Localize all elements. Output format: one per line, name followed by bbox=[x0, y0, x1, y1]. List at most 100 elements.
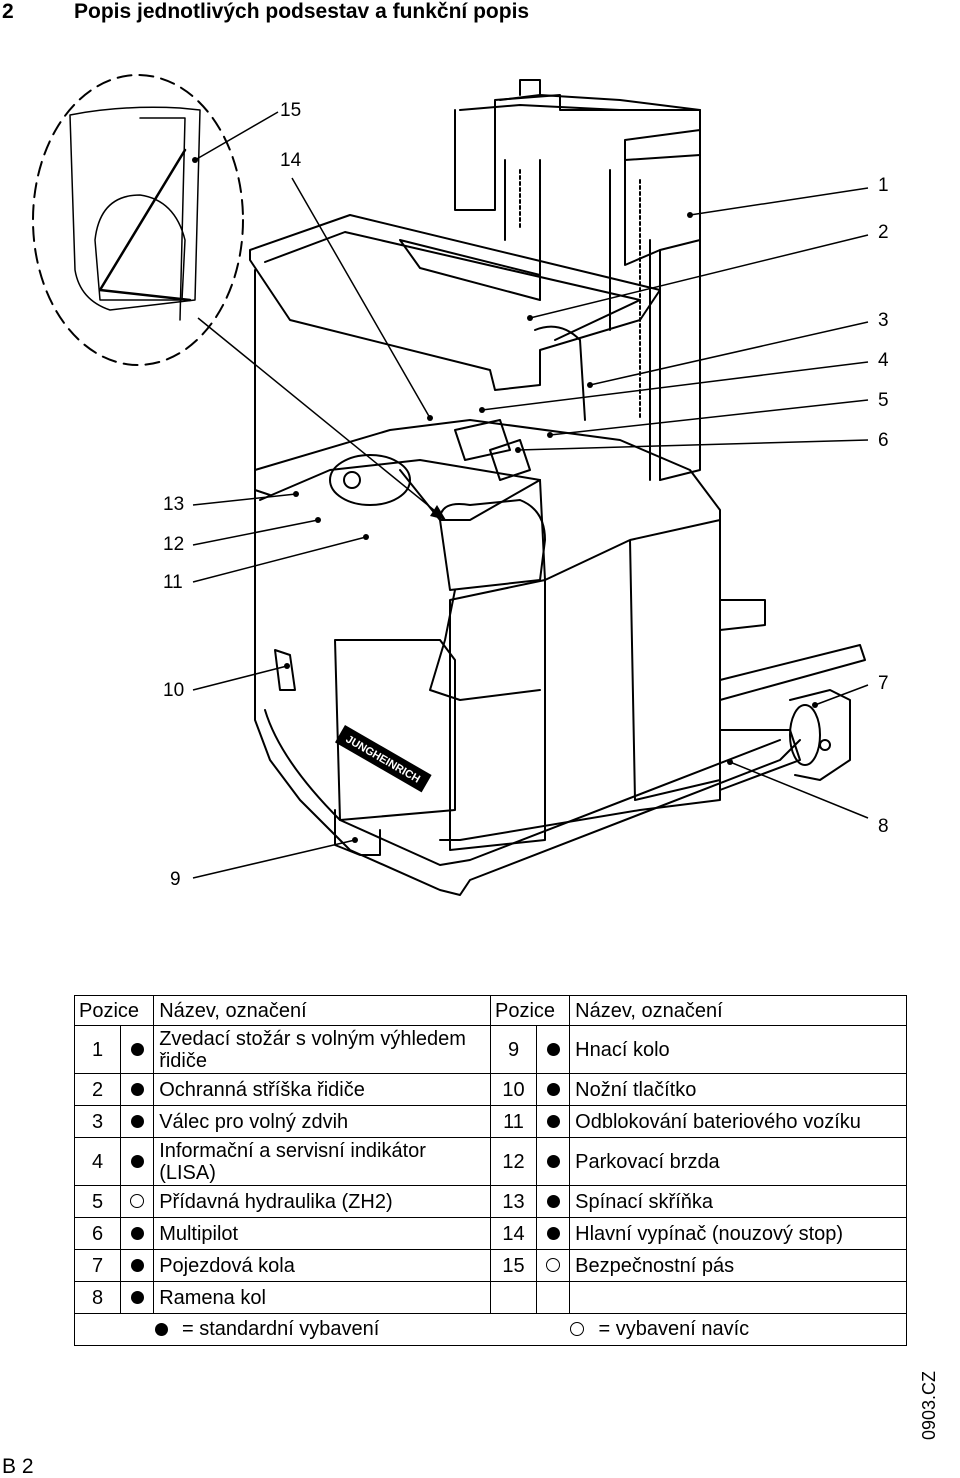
row-name: Ochranná stříška řidiče bbox=[153, 1073, 491, 1106]
parts-table: Pozice Název, označení Pozice Název, ozn… bbox=[73, 995, 908, 1346]
table-row: 8 Ramena kol bbox=[73, 1281, 907, 1314]
row-name: Přídavná hydraulika (ZH2) bbox=[153, 1185, 491, 1218]
row-name: Pojezdová kola bbox=[153, 1249, 491, 1282]
standard-marker bbox=[120, 1025, 155, 1074]
standard-marker bbox=[120, 1249, 155, 1282]
brand-plate-text: JUNGHEINRICH bbox=[344, 733, 423, 785]
filled-dot-icon bbox=[130, 1290, 144, 1304]
filled-dot-icon bbox=[130, 1082, 144, 1096]
row-position: 6 bbox=[73, 1217, 122, 1250]
row-position: 4 bbox=[73, 1137, 122, 1186]
row-name: Informační a servisní indikátor (LISA) bbox=[153, 1137, 491, 1186]
seatbelt-detail-ellipse bbox=[32, 74, 244, 366]
header-position-right: Pozice bbox=[489, 995, 571, 1026]
standard-marker bbox=[120, 1137, 155, 1186]
table-row: 5 Přídavná hydraulika (ZH2) 13 Spínací s… bbox=[73, 1185, 907, 1218]
standard-marker bbox=[536, 1073, 571, 1106]
row-position: 7 bbox=[73, 1249, 122, 1282]
standard-marker bbox=[120, 1105, 155, 1138]
optional-marker bbox=[536, 1249, 571, 1282]
empty-circle-icon bbox=[570, 1322, 585, 1336]
row-position: 14 bbox=[489, 1217, 538, 1250]
row-name: Ramena kol bbox=[153, 1281, 491, 1314]
row-position: 8 bbox=[73, 1281, 122, 1314]
legend-standard-text: = standardní vybavení bbox=[182, 1318, 380, 1341]
callout-2: 2 bbox=[878, 222, 889, 243]
table-row: 6 Multipilot 14 Hlavní vypínač (nouzový … bbox=[73, 1217, 907, 1250]
row-position: 15 bbox=[489, 1249, 538, 1282]
legend-standard: = standardní vybavení bbox=[74, 1313, 491, 1346]
standard-marker bbox=[536, 1217, 571, 1250]
row-name: Bezpečnostní pás bbox=[569, 1249, 907, 1282]
empty-circle-icon bbox=[546, 1257, 561, 1272]
table-header-row: Pozice Název, označení Pozice Název, ozn… bbox=[73, 995, 907, 1026]
callout-7: 7 bbox=[878, 673, 889, 694]
filled-dot-icon bbox=[546, 1226, 560, 1240]
standard-marker bbox=[536, 1105, 571, 1138]
row-position: 11 bbox=[489, 1105, 538, 1138]
legend-optional: = vybavení navíc bbox=[490, 1313, 908, 1346]
standard-marker bbox=[120, 1073, 155, 1106]
filled-dot-icon bbox=[546, 1042, 560, 1056]
row-name: Válec pro volný zdvih bbox=[153, 1105, 491, 1138]
standard-marker bbox=[536, 1185, 571, 1218]
callout-11: 11 bbox=[163, 572, 183, 593]
legend-row: = standardní vybavení = vybavení navíc bbox=[74, 1313, 908, 1346]
row-name: Hnací kolo bbox=[569, 1025, 907, 1074]
header-name-left: Název, označení bbox=[153, 995, 491, 1026]
callout-10: 10 bbox=[163, 680, 185, 701]
row-position: 5 bbox=[73, 1185, 122, 1218]
filled-dot-icon bbox=[130, 1258, 144, 1272]
callout-13: 13 bbox=[163, 494, 185, 515]
table-row: 1 Zvedací stožár s volným výhledem řidič… bbox=[73, 1025, 907, 1074]
table-row: 3 Válec pro volný zdvih 11 Odblokování b… bbox=[73, 1105, 907, 1138]
section-number: 2 bbox=[2, 0, 14, 23]
callout-12: 12 bbox=[163, 534, 185, 555]
table-row: 4 Informační a servisní indikátor (LISA)… bbox=[73, 1137, 907, 1186]
row-position: 3 bbox=[73, 1105, 122, 1138]
callout-3: 3 bbox=[878, 310, 889, 331]
standard-marker bbox=[120, 1217, 155, 1250]
table-row: 7 Pojezdová kola 15 Bezpečnostní pás bbox=[73, 1249, 907, 1282]
header-position-left: Pozice bbox=[73, 995, 155, 1026]
callout-15: 15 bbox=[280, 100, 302, 121]
filled-dot-icon bbox=[130, 1042, 144, 1056]
callout-14: 14 bbox=[280, 150, 302, 171]
page-number: B 2 bbox=[2, 1455, 34, 1478]
filled-dot-icon bbox=[130, 1226, 144, 1240]
row-name bbox=[569, 1281, 907, 1314]
row-position: 13 bbox=[489, 1185, 538, 1218]
row-name: Parkovací brzda bbox=[569, 1137, 907, 1186]
callout-1: 1 bbox=[878, 175, 889, 196]
chassis bbox=[254, 489, 801, 896]
row-name: Multipilot bbox=[153, 1217, 491, 1250]
standard-marker bbox=[536, 1137, 571, 1186]
row-position: 12 bbox=[489, 1137, 538, 1186]
row-name: Zvedací stožár s volným výhledem řidiče bbox=[153, 1025, 491, 1074]
filled-dot-icon bbox=[546, 1114, 560, 1128]
standard-marker bbox=[536, 1025, 571, 1074]
overhead-guard bbox=[249, 214, 661, 391]
filled-dot-icon bbox=[546, 1082, 560, 1096]
callout-8: 8 bbox=[878, 816, 889, 837]
table-row: 2 Ochranná stříška řidiče 10 Nožní tlačí… bbox=[73, 1073, 907, 1106]
empty-circle-icon bbox=[130, 1193, 145, 1208]
section-title: Popis jednotlivých podsestav a funkční p… bbox=[74, 0, 530, 23]
callout-9: 9 bbox=[170, 869, 181, 890]
page-heading: 2 Popis jednotlivých podsestav a funkční … bbox=[2, 0, 529, 24]
filled-dot-icon bbox=[546, 1154, 560, 1168]
standard-marker bbox=[120, 1281, 155, 1314]
row-position bbox=[489, 1281, 538, 1314]
legend-optional-text: = vybavení navíc bbox=[598, 1318, 750, 1340]
callout-4: 4 bbox=[878, 350, 889, 371]
filled-dot-icon bbox=[130, 1154, 144, 1168]
row-name: Spínací skříňka bbox=[569, 1185, 907, 1218]
truck-drawing: JUNGHEINRICH bbox=[32, 74, 869, 896]
cab-body bbox=[254, 419, 721, 841]
document-code: 0903.CZ bbox=[919, 1370, 939, 1440]
filled-dot-icon bbox=[546, 1194, 560, 1208]
row-position: 9 bbox=[489, 1025, 538, 1074]
row-name: Nožní tlačítko bbox=[569, 1073, 907, 1106]
row-position: 10 bbox=[489, 1073, 538, 1106]
callout-5: 5 bbox=[878, 390, 889, 411]
